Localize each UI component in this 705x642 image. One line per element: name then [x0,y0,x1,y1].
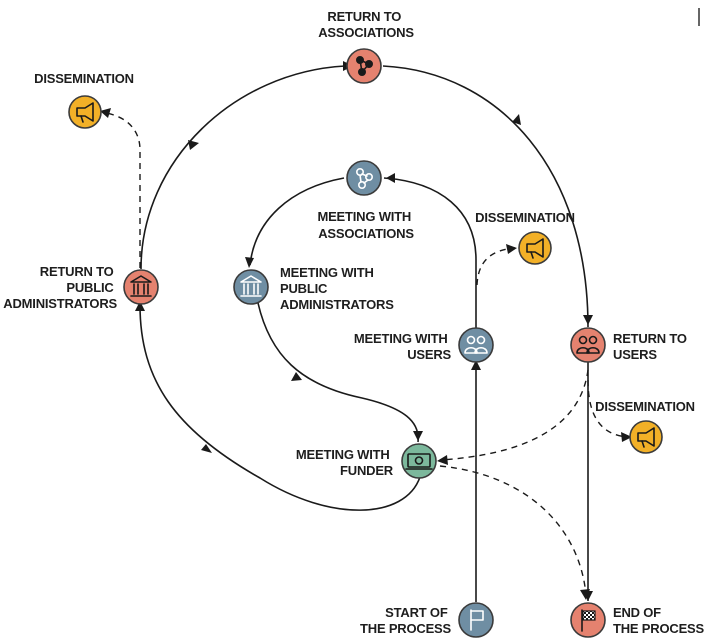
label-meeting-with-users: MEETING WITH USERS [354,331,452,362]
node-start-of-process: START OF THE PROCESS [360,602,494,638]
dash-funder-to-end [439,465,587,596]
node-return-to-public-admin: RETURN TO PUBLIC ADMINISTRATORS [3,264,159,311]
dash-return-users-to-funder [439,369,589,461]
money-icon [405,453,433,470]
arrowhead [201,444,212,453]
label-meeting-with-associations: MEETING WITH ASSOCIATIONS [317,209,414,241]
node-dissemination-top-left: DISSEMINATION [34,71,134,129]
network-icon [355,168,373,190]
flow-users-to-associations [383,177,477,330]
node-return-to-associations: RETURN TO ASSOCIATIONS [318,9,415,84]
flow-admin-to-funder [257,302,419,443]
node-meeting-with-public-admin: MEETING WITH PUBLIC ADMINISTRATORS [233,265,394,312]
arrowhead [188,140,199,150]
flow-associations-to-admin [249,177,345,266]
arrowhead [471,360,481,370]
flow-funder-to-return-admin [139,304,421,511]
arrowhead [621,432,632,442]
arrowhead [386,173,395,183]
users-icon [464,335,488,354]
label-return-to-associations: RETURN TO ASSOCIATIONS [318,9,414,40]
arrowhead [437,455,448,465]
arrowhead [245,257,254,268]
node-end-of-process: END OF THE PROCESS [570,602,705,638]
arrowhead [413,431,423,441]
dash-return-users-to-dissemination [587,379,629,438]
label-meeting-with-public-admin: MEETING WITH PUBLIC ADMINISTRATORS [280,265,394,312]
users-icon [576,335,600,354]
flow-return-admin-to-return-assoc [140,65,346,270]
node-meeting-with-associations: MEETING WITH ASSOCIATIONS [317,160,415,241]
label-return-to-public-admin: RETURN TO PUBLIC ADMINISTRATORS [3,264,117,311]
label-dissemination-top-left: DISSEMINATION [34,71,134,86]
megaphone-icon [637,427,655,448]
label-start-of-process: START OF THE PROCESS [360,605,452,636]
label-end-of-process: END OF THE PROCESS [613,605,705,636]
flow-return-assoc-to-return-users [382,65,589,328]
dashed-lines [104,112,629,596]
megaphone-icon [76,102,94,123]
arrowhead [506,244,517,254]
dash-users-to-dissemination [476,247,516,286]
arrowhead [291,372,302,381]
flag-icon [470,609,484,631]
node-meeting-with-users: MEETING WITH USERS [354,327,494,363]
arrowhead [100,108,111,118]
arrowhead [580,589,590,600]
label-meeting-with-funder: MEETING WITH FUNDER [296,447,394,478]
megaphone-icon [526,238,544,259]
institution-icon [240,275,262,297]
checkered-flag-icon [581,609,596,632]
label-dissemination-right: DISSEMINATION [595,399,695,414]
node-dissemination-right: DISSEMINATION [595,399,695,454]
arrowheads [100,61,632,601]
network-icon [355,55,373,77]
node-dissemination-middle: DISSEMINATION [475,210,575,265]
label-return-to-users: RETURN TO USERS [613,331,690,362]
institution-icon [130,275,152,297]
arrowhead [512,114,521,125]
dash-return-admin-to-dissemination [104,112,141,268]
arrowhead [583,315,593,325]
arrowhead [135,301,145,311]
node-return-to-users: RETURN TO USERS [570,327,690,363]
node-meeting-with-funder: MEETING WITH FUNDER [296,443,437,479]
label-dissemination-middle: DISSEMINATION [475,210,575,225]
flow-lines [139,65,589,602]
